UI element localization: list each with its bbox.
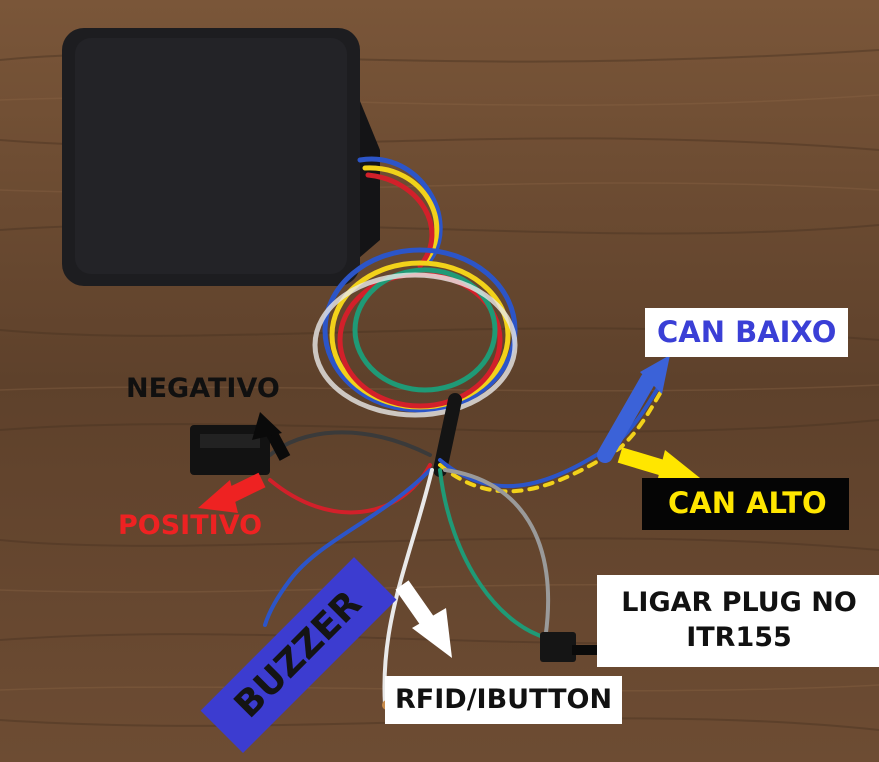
negativo-label: NEGATIVO	[126, 373, 280, 404]
connectors	[190, 425, 576, 710]
arrow-can-baixo	[597, 355, 670, 463]
positivo-label: POSITIVO	[118, 510, 263, 541]
rfid-ibutton-label: RFID/IBUTTON	[385, 676, 623, 724]
arrow-negativo	[252, 412, 291, 461]
plug-connector	[540, 632, 576, 662]
wire-loop	[312, 156, 518, 477]
tracker-module	[62, 28, 380, 286]
can-baixo-label: CAN BAIXO	[645, 308, 849, 357]
ligar-plug-label: LIGAR PLUG NO ITR155	[597, 575, 879, 668]
wires-out	[263, 383, 664, 707]
arrow-rfid	[395, 580, 452, 658]
ligar-plug-line2: ITR155	[686, 622, 792, 654]
ligar-plug-line1: LIGAR PLUG NO	[621, 587, 857, 618]
can-alto-label: CAN ALTO	[642, 478, 849, 530]
arrow-positivo	[198, 472, 266, 513]
